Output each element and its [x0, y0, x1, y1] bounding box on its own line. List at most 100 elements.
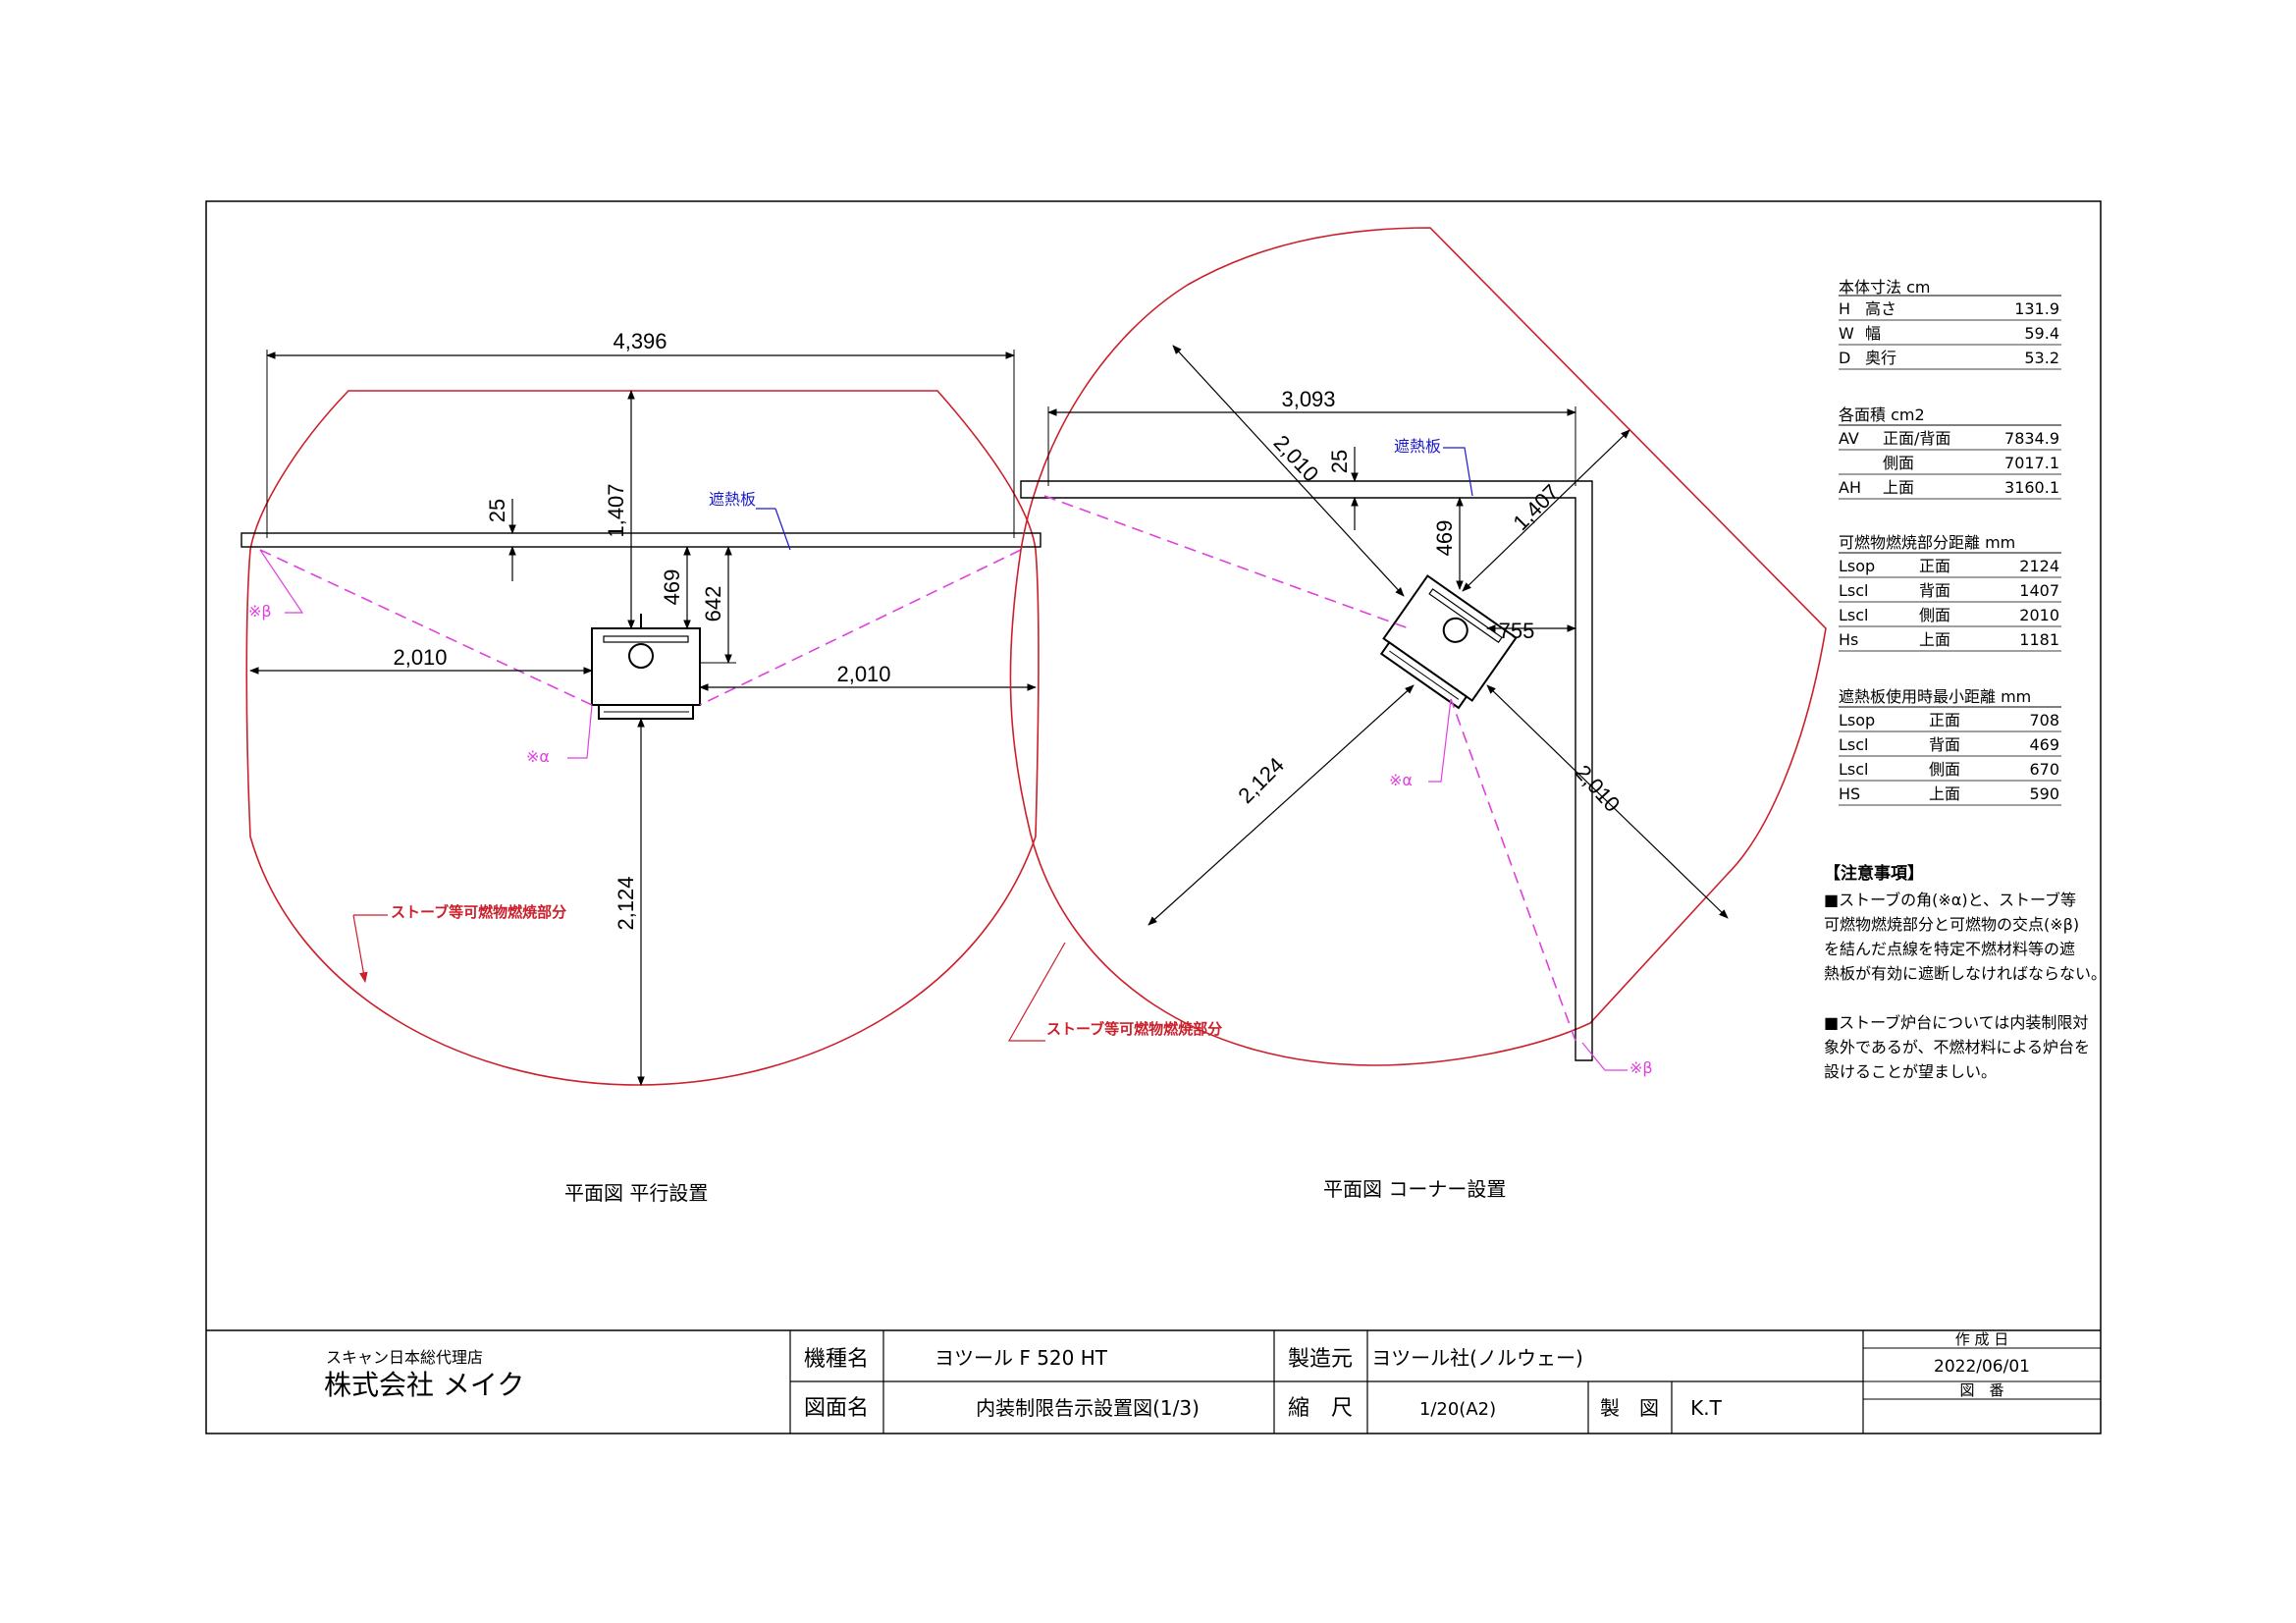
title-block: スキャン日本総代理店 株式会社 メイク 機種名 ヨツール F 520 HT 製造… — [206, 1329, 2101, 1434]
right-dim-diag-ur: 1,407 — [1508, 479, 1564, 535]
notes-line: を結んだ点線を特定不燃材料等の遮 — [1824, 940, 2075, 958]
left-view-title: 平面図 平行設置 — [564, 1181, 708, 1205]
left-shield-label: 遮熱板 — [709, 490, 756, 509]
spec-row-name: 側面 — [1919, 606, 1950, 624]
left-plan-view: 4,396 1,407 25 469 642 2,010 2,010 2,124… — [240, 329, 1041, 1205]
left-combustible-label: ストーブ等可燃物燃焼部分 — [391, 903, 566, 921]
spec-row-value: 3160.1 — [2004, 478, 2059, 497]
spec-row-value: 2124 — [2019, 557, 2059, 575]
date-label: 作 成 日 — [1955, 1330, 2009, 1348]
left-dim-642: 642 — [701, 586, 725, 622]
right-combustible-label: ストーブ等可燃物燃焼部分 — [1046, 1020, 1222, 1038]
notes-line: ■ストーブ炉台については内装制限対 — [1824, 1013, 2088, 1032]
spec-row-key: Lscl — [1839, 581, 1869, 600]
notes-line: 可燃物燃焼部分と可燃物の交点(※β) — [1824, 915, 2079, 934]
spec-row-name: 上面 — [1929, 784, 1960, 803]
spec-row-value: 708 — [2029, 711, 2059, 730]
right-view-title: 平面図 コーナー設置 — [1323, 1177, 1506, 1201]
maker-value: ヨツール社(ノルウェー) — [1371, 1346, 1583, 1370]
spec-row-name: 側面 — [1929, 760, 1960, 779]
right-heat-shield — [1020, 480, 1593, 1061]
spec-row-value: 7834.9 — [2004, 429, 2059, 448]
spec-row-name: 上面 — [1883, 478, 1914, 497]
left-alpha-marker: ※α — [526, 747, 550, 766]
spec-body-title: 本体寸法 cm — [1839, 278, 1930, 297]
left-heat-shield — [240, 532, 1041, 548]
spec-row-key: Lscl — [1839, 606, 1869, 624]
right-dim-469: 469 — [1432, 520, 1457, 557]
spec-row-value: 2010 — [2019, 606, 2059, 624]
spec-row-value: 53.2 — [2024, 349, 2059, 367]
spec-row-key: AH — [1839, 478, 1861, 497]
spec-row-key: Hs — [1839, 630, 1858, 649]
notes-block: 【注意事項】 ■ストーブの角(※α)と、ストーブ等可燃物燃焼部分と可燃物の交点(… — [1824, 863, 2107, 1081]
notes-line: 設けることが望ましい。 — [1824, 1062, 1997, 1081]
scale-value: 1/20(A2) — [1419, 1399, 1496, 1420]
left-dim-back: 1,407 — [604, 483, 628, 537]
right-dim-diag-lr: 2,010 — [1571, 760, 1625, 817]
notes-line: 熱板が有効に遮断しなければならない。 — [1824, 964, 2107, 983]
spec-row-name: 正面/背面 — [1883, 429, 1950, 448]
agent-subtitle: スキャン日本総代理店 — [326, 1348, 483, 1367]
drafter-value: K.T — [1690, 1396, 1722, 1420]
spec-row-name: 正面 — [1919, 557, 1950, 575]
right-alpha-beta-line-r — [1450, 698, 1576, 1042]
drawing-label: 図面名 — [804, 1396, 869, 1421]
spec-dist-title: 可燃物燃焼部分距離 mm — [1839, 533, 2015, 552]
spec-row-name: 側面 — [1883, 454, 1914, 472]
spec-row-name: 正面 — [1929, 711, 1960, 730]
spec-row-key: Lsop — [1839, 711, 1875, 730]
right-stove — [1379, 574, 1518, 710]
notes-line: 象外であるが、不燃材料による炉台を — [1824, 1038, 2090, 1056]
spec-row-name: 背面 — [1919, 581, 1950, 600]
spec-area-title: 各面積 cm2 — [1839, 406, 1925, 424]
notes-lines: ■ストーブの角(※α)と、ストーブ等可燃物燃焼部分と可燃物の交点(※β)を結んだ… — [1824, 891, 2107, 1081]
spec-row-name: 高さ — [1865, 299, 1896, 318]
left-alpha-beta-line-r — [699, 549, 1022, 706]
sheet-border — [205, 200, 2102, 1434]
spec-row-value: 7017.1 — [2004, 454, 2059, 472]
spec-row-key: Lsop — [1839, 557, 1875, 575]
notes-title: 【注意事項】 — [1824, 863, 1924, 884]
spec-shield-title: 遮熱板使用時最小距離 mm — [1839, 687, 2031, 706]
model-label: 機種名 — [804, 1347, 869, 1372]
drawing-value: 内装制限告示設置図(1/3) — [976, 1396, 1200, 1420]
number-label: 図 番 — [1959, 1381, 2003, 1399]
spec-row-value: 1181 — [2019, 630, 2059, 649]
spec-row-key: H — [1839, 299, 1850, 318]
left-dim-front: 2,124 — [614, 876, 638, 930]
right-combustible-boundary — [1009, 227, 1827, 1066]
spec-row-value: 590 — [2029, 784, 2059, 803]
spec-row-name: 幅 — [1865, 324, 1881, 343]
left-dim-side-r: 2,010 — [836, 662, 890, 686]
left-dim-width: 4,396 — [613, 329, 667, 353]
spec-row-value: 131.9 — [2014, 299, 2059, 318]
right-shield-label: 遮熱板 — [1394, 437, 1441, 456]
spec-row-name: 背面 — [1929, 735, 1960, 754]
right-beta-marker: ※β — [1629, 1058, 1653, 1077]
maker-label: 製造元 — [1288, 1347, 1353, 1372]
scale-label: 縮 尺 — [1288, 1396, 1353, 1421]
left-stove — [591, 614, 701, 720]
spec-row-key: W — [1839, 324, 1854, 343]
right-alpha-beta-line-l — [1043, 495, 1410, 629]
spec-row-key: HS — [1839, 784, 1860, 803]
spec-row-key: D — [1839, 349, 1850, 367]
spec-row-name: 奥行 — [1865, 349, 1896, 367]
spec-row-key: Lscl — [1839, 735, 1869, 754]
right-dim-755: 755 — [1499, 619, 1535, 643]
left-dim-469: 469 — [660, 569, 684, 606]
spec-row-name: 上面 — [1919, 630, 1950, 649]
spec-row-value: 59.4 — [2024, 324, 2059, 343]
left-dim-gap: 25 — [485, 499, 509, 522]
right-alpha-marker: ※α — [1389, 771, 1413, 789]
right-dim-gap: 25 — [1327, 450, 1352, 473]
spec-area-table: AV 正面/背面 7834.9 側面 7017.1AH 上面 3160.1 — [1839, 424, 2061, 500]
spec-row-key: AV — [1839, 429, 1859, 448]
model-value: ヨツール F 520 HT — [934, 1346, 1108, 1370]
drafter-label: 製 図 — [1600, 1396, 1659, 1420]
